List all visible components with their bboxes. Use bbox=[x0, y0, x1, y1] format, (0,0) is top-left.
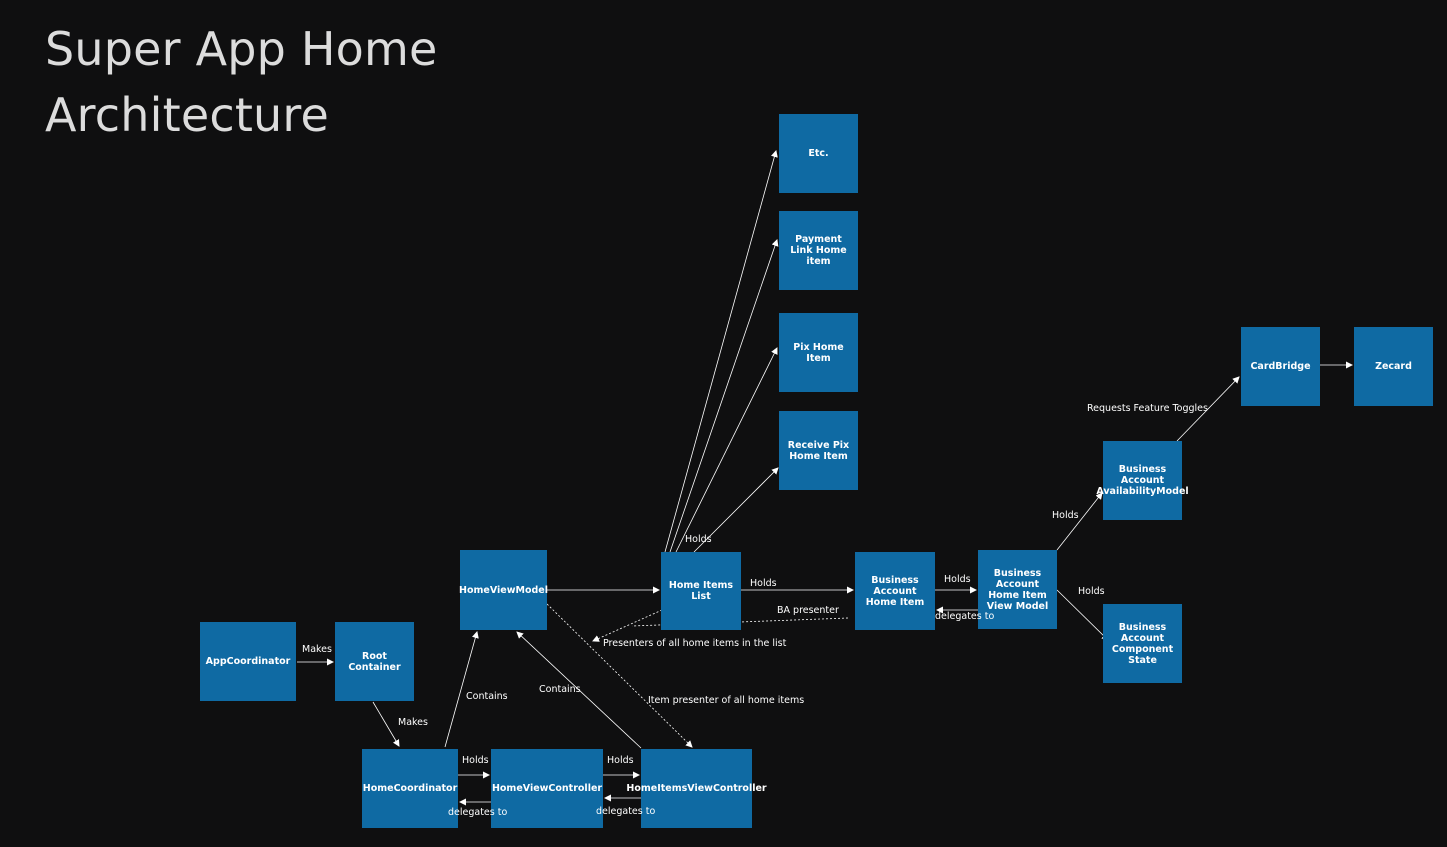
edge-bavm-to-avail bbox=[1056, 492, 1103, 551]
label-delegates-hvc: delegates to bbox=[596, 806, 656, 817]
edge-avail-to-card bbox=[1176, 376, 1240, 442]
node-card-bridge[interactable]: CardBridge bbox=[1241, 327, 1320, 406]
label-contains-from-hivc: Contains bbox=[539, 684, 581, 695]
label-delegates-hc: delegates to bbox=[448, 807, 508, 818]
edge-vm-to-hivc bbox=[546, 603, 693, 748]
label-holds-availability: Holds bbox=[1052, 510, 1079, 521]
label-holds-items: Holds bbox=[685, 534, 712, 545]
node-payment-link-home-item[interactable]: Payment Link Home item bbox=[779, 211, 858, 290]
label-delegates-ba: delegates to bbox=[935, 611, 995, 622]
label-makes-home-coordinator: Makes bbox=[398, 717, 428, 728]
edge-list-presenters bbox=[592, 609, 663, 642]
edge-list-to-payment bbox=[669, 239, 779, 553]
node-business-account-home-item-view-model[interactable]: Business Account Home Item View Model bbox=[978, 550, 1057, 629]
edge-hivc-to-vm bbox=[516, 631, 642, 749]
node-pix-home-item[interactable]: Pix Home Item bbox=[779, 313, 858, 392]
node-business-account-home-item[interactable]: Business Account Home Item bbox=[855, 552, 935, 630]
node-home-view-controller[interactable]: HomeViewController bbox=[491, 749, 603, 828]
edge-list-to-pix bbox=[675, 347, 778, 553]
edge-list-to-etc bbox=[664, 150, 778, 553]
label-holds-ba: Holds bbox=[750, 578, 777, 589]
node-business-account-component-state[interactable]: Business Account Component State bbox=[1103, 604, 1182, 683]
label-ba-presenter: BA presenter bbox=[777, 605, 839, 616]
label-holds-hivc: Holds bbox=[607, 755, 634, 766]
node-business-account-availability-model[interactable]: Business Account AvailabilityModel bbox=[1096, 441, 1189, 520]
node-root-container[interactable]: Root Container bbox=[335, 622, 414, 701]
label-requests-feature-toggles: Requests Feature Toggles bbox=[1087, 403, 1208, 414]
edge-root-to-homecoord bbox=[372, 701, 400, 747]
label-holds-ba-vm: Holds bbox=[944, 574, 971, 585]
node-home-view-model[interactable]: HomeViewModel bbox=[459, 550, 548, 630]
edge-homecoord-to-vm bbox=[444, 631, 479, 748]
label-item-presenter: Item presenter of all home items bbox=[648, 695, 805, 706]
label-holds-component-state: Holds bbox=[1078, 586, 1105, 597]
diagram-title: Super App Home Architecture bbox=[45, 16, 438, 148]
node-etc[interactable]: Etc. bbox=[779, 114, 858, 193]
edge-bavm-to-state bbox=[1056, 589, 1109, 641]
node-home-items-view-controller[interactable]: HomeItemsViewController bbox=[626, 749, 767, 828]
node-zecard[interactable]: Zecard bbox=[1354, 327, 1433, 406]
node-receive-pix-home-item[interactable]: Receive Pix Home Item bbox=[779, 411, 858, 490]
edge-list-to-receive bbox=[693, 467, 779, 553]
label-contains-view-model: Contains bbox=[466, 691, 508, 702]
label-presenters-all: Presenters of all home items in the list bbox=[603, 638, 787, 649]
title-line-2: Architecture bbox=[45, 88, 330, 142]
label-holds-hvc: Holds bbox=[462, 755, 489, 766]
title-line-1: Super App Home bbox=[45, 22, 438, 76]
node-app-coordinator[interactable]: AppCoordinator bbox=[200, 622, 296, 701]
label-makes-root: Makes bbox=[302, 644, 332, 655]
node-home-coordinator[interactable]: HomeCoordinator bbox=[362, 749, 458, 828]
node-home-items-list[interactable]: Home Items List bbox=[661, 552, 741, 630]
